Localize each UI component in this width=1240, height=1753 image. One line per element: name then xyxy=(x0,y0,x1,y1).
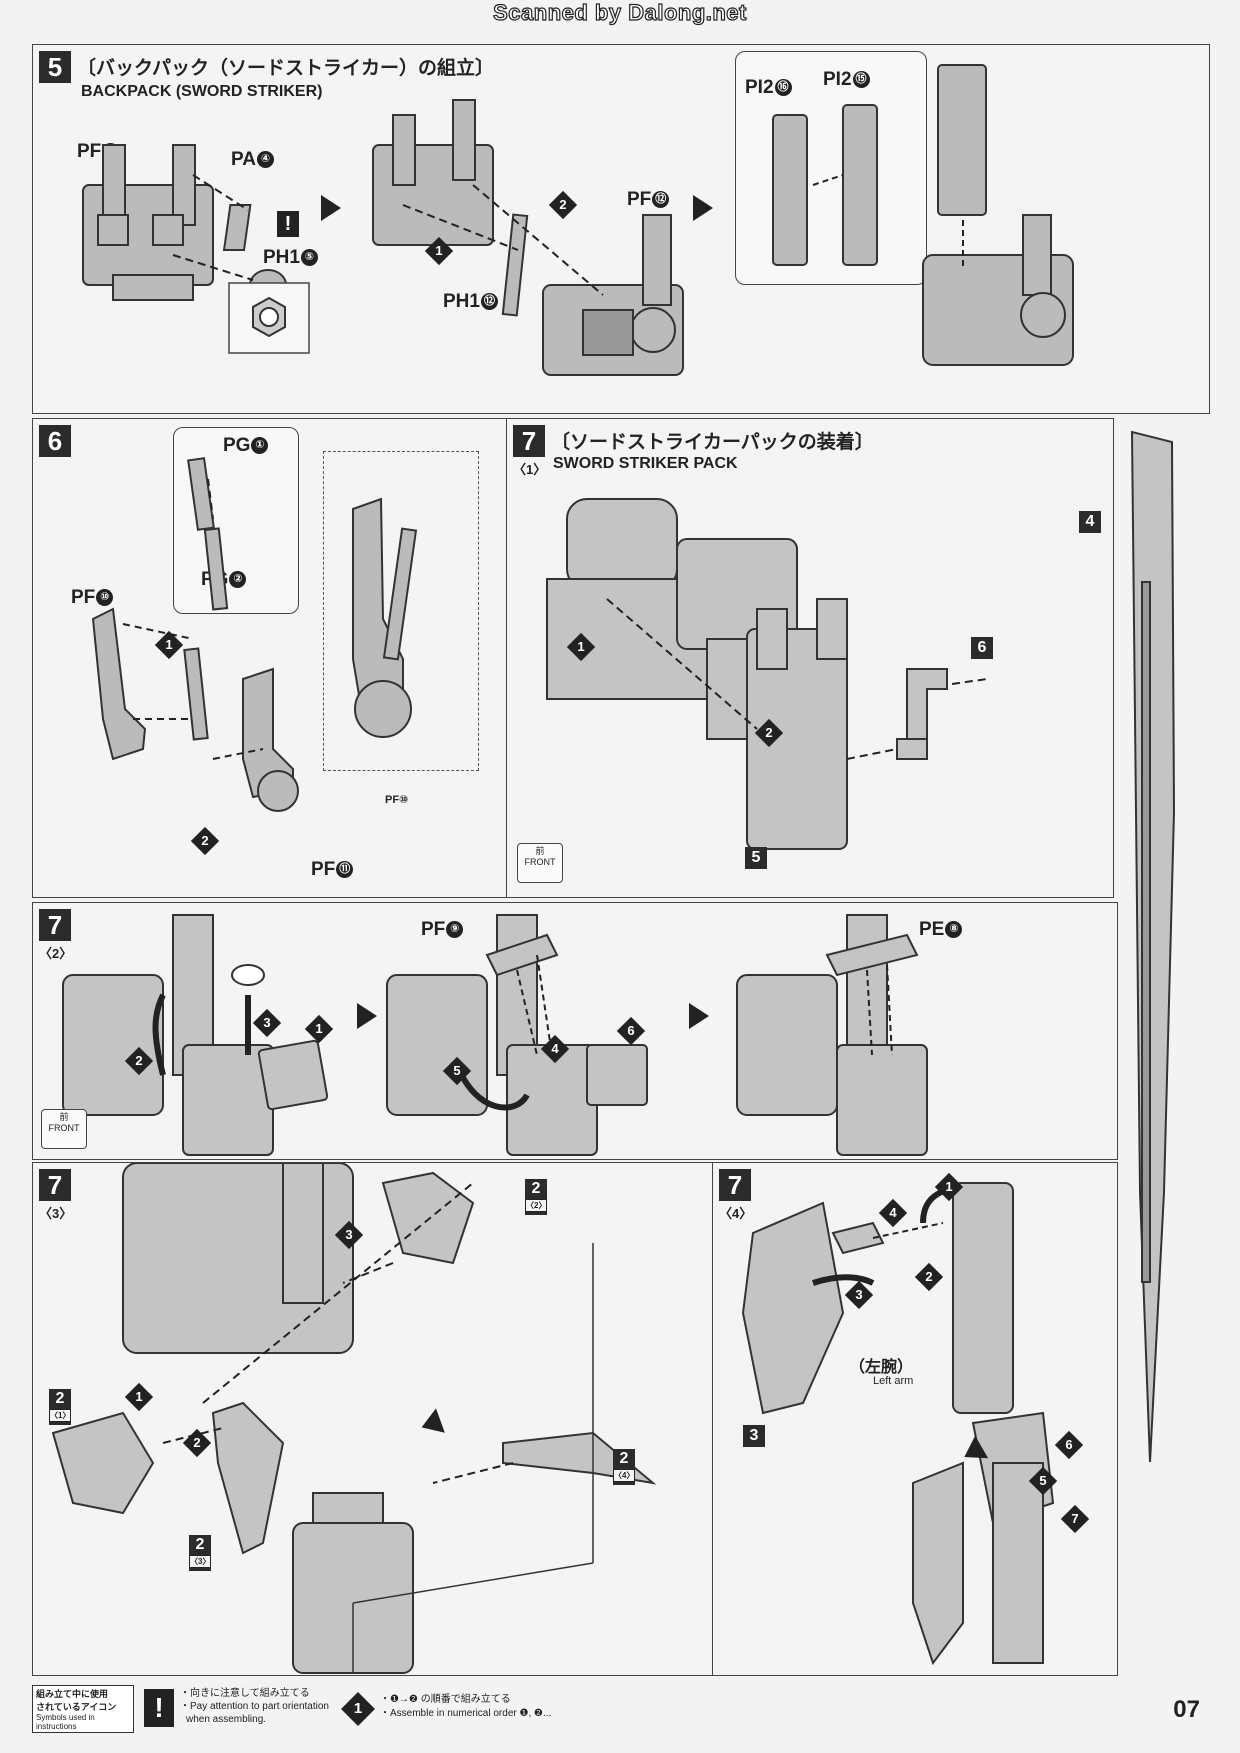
order-badge-3: 3 xyxy=(334,1220,364,1250)
step7-2-number: 7 xyxy=(39,909,71,941)
order-badge-6: 6 xyxy=(616,1016,646,1046)
order-badge-5: 5 xyxy=(442,1056,472,1086)
orientation-warning-icon: ! xyxy=(144,1689,174,1727)
next-arrow-3 xyxy=(357,1003,377,1029)
part-ref-3: 3 xyxy=(743,1425,765,1447)
step7-3-sub: 〈3〉 xyxy=(39,1206,73,1221)
left-arm-en-label: Left arm xyxy=(873,1375,914,1387)
next-arrow-1 xyxy=(321,195,341,221)
next-arrow-4 xyxy=(689,1003,709,1029)
detail-pf10-label: PF⑩ xyxy=(385,794,409,806)
hex-nut-detail xyxy=(228,282,310,354)
step7-1-jp-title: 〔ソードストライカーパックの装着〕 xyxy=(551,432,874,453)
page-number: 07 xyxy=(1173,1696,1200,1723)
order-badge-2: 2 xyxy=(754,718,784,748)
part-ref-2-3: 2〈3〉 xyxy=(189,1535,211,1571)
arm-linkage-illustration xyxy=(91,457,418,812)
part-ref-2-2: 2〈2〉 xyxy=(525,1179,547,1215)
step5-number: 5 xyxy=(39,51,71,83)
left-arm-jp-label: （左腕） xyxy=(849,1359,914,1376)
schwert-gewehr-sword-illustration xyxy=(1130,430,1176,1463)
part-ref-5: 5 xyxy=(745,847,767,869)
scan-credit: Scanned by Dalong.net xyxy=(493,0,747,26)
order-badge-5: 5 xyxy=(1028,1466,1058,1496)
step5-jp-title: 〔バックパック（ソードストライカー）の組立〕 xyxy=(77,58,495,79)
order-badge-7: 7 xyxy=(1060,1504,1090,1534)
detail-inset xyxy=(735,51,927,285)
step7-1-sub: 〈1〉 xyxy=(513,462,547,477)
left-arm-shield-illustration xyxy=(741,1182,1055,1666)
step7-1-panel: 7 〈1〉 〔ソードストライカーパックの装着〕 SWORD STRIKER PA… xyxy=(506,418,1114,898)
part-ref-2-1: 2〈1〉 xyxy=(49,1389,71,1425)
backpack-sword-mount-illustration xyxy=(372,99,684,376)
order-badge-3: 3 xyxy=(844,1280,874,1310)
part-ref-4: 4 xyxy=(1079,511,1101,533)
detail-dashed-box xyxy=(323,451,479,771)
order-badge-1: 1 xyxy=(304,1014,334,1044)
step5-en-title: BACKPACK (SWORD STRIKER) xyxy=(81,83,323,100)
mobile-suit-torso-illustration xyxy=(546,498,988,850)
next-arrow-2 xyxy=(693,195,713,221)
step6-number: 6 xyxy=(39,425,71,457)
orientation-legend-text: ・向きに注意して組み立てる ・Pay attention to part ori… xyxy=(180,1688,329,1725)
order-badge-4: 4 xyxy=(540,1034,570,1064)
order-badge-6: 6 xyxy=(1054,1430,1084,1460)
order-badge-2: 2 xyxy=(124,1046,154,1076)
order-badge-1: 1 xyxy=(566,632,596,662)
part-ref-6: 6 xyxy=(971,637,993,659)
order-badge-4: 4 xyxy=(878,1198,908,1228)
order-badge-1: 1 xyxy=(424,236,454,266)
order-badge-2: 2 xyxy=(182,1428,212,1458)
order-legend-icon: 1 xyxy=(341,1692,375,1726)
shoulder-assembly-illustration xyxy=(51,1163,657,1674)
order-badge-3: 3 xyxy=(252,1008,282,1038)
order-badge-2: 2 xyxy=(914,1262,944,1292)
step7-1-number: 7 xyxy=(513,425,545,457)
order-badge-1: 1 xyxy=(934,1172,964,1202)
legend-title-box: 組み立て中に使用 されているアイコン Symbols used in instr… xyxy=(32,1685,134,1733)
part-ref-2-4: 2〈4〉 xyxy=(613,1449,635,1485)
order-legend-text: ・❶→❷ の順番で組み立てる ・Assemble in numerical or… xyxy=(380,1694,552,1719)
step5-panel: 5 〔バックパック（ソードストライカー）の組立〕 BACKPACK (SWORD… xyxy=(32,44,1210,414)
step7-4-sub: 〈4〉 xyxy=(719,1206,753,1221)
sword-sheath-parts-illustration xyxy=(772,64,1074,366)
step7-3-number: 7 xyxy=(39,1169,71,1201)
step7-4-number: 7 xyxy=(719,1169,751,1201)
order-badge-1: 1 xyxy=(124,1382,154,1412)
warning-icon: ! xyxy=(277,211,299,237)
symbol-legend: 組み立て中に使用 されているアイコン Symbols used in instr… xyxy=(32,1685,1232,1733)
step7-2-sub: 〈2〉 xyxy=(39,946,73,961)
order-badge-2: 2 xyxy=(548,190,578,220)
step7-4-panel: 7 〈4〉 1 2 3 4 5 6 7 （左腕） Left arm 3 xyxy=(712,1162,1118,1676)
shoulder-rack-illustration-1 xyxy=(62,914,329,1156)
step7-1-en-title: SWORD STRIKER PACK xyxy=(553,455,738,472)
step7-3-panel: 7 〈3〉 xyxy=(32,1162,714,1676)
backpack-frame-illustration xyxy=(82,144,287,301)
shoulder-rack-illustration-3 xyxy=(736,914,928,1156)
